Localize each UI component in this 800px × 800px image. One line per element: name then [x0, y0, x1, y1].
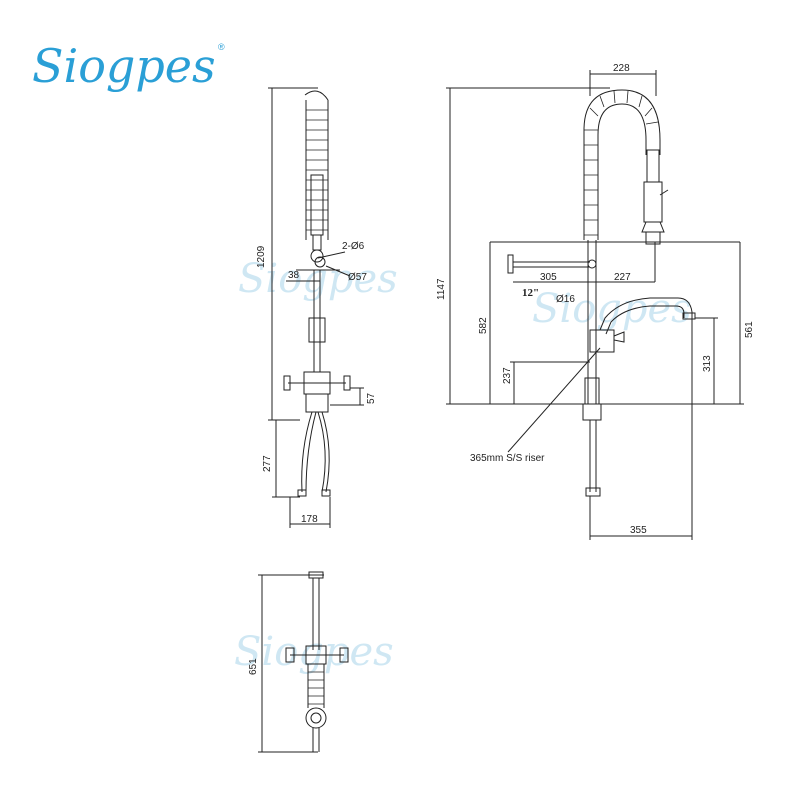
- side-view: [446, 70, 744, 540]
- label-total-height: 1147: [436, 278, 447, 300]
- watermarks: Siogpes Siogpes Siogpes: [234, 256, 692, 675]
- front-mixing-valve: [283, 371, 351, 413]
- front-spray-head: [310, 174, 324, 263]
- front-bracket-ring: [314, 256, 326, 268]
- leader-riser-note: [507, 347, 601, 453]
- front-view-labels: 1209 2-Ø6 38 Ø57 57 277 178: [256, 241, 377, 525]
- label-spring-width: 228: [613, 63, 630, 74]
- brand-name: Siogpes: [32, 39, 216, 93]
- top-spring-coil: [305, 664, 327, 752]
- label-height: 1209: [256, 245, 267, 268]
- side-spray-head: [641, 149, 669, 245]
- brand-logo: Siogpes ®: [32, 39, 225, 93]
- label-counter-height: 237: [502, 367, 513, 384]
- top-view: [258, 571, 349, 753]
- front-view: [268, 87, 364, 528]
- leader-hose-holes: [317, 251, 346, 259]
- watermark-1: Siogpes: [238, 256, 398, 302]
- front-spring-coil: [304, 90, 329, 240]
- label-riser-dia: Ø16: [556, 294, 575, 305]
- label-top-height: 651: [248, 658, 259, 675]
- side-spring-coil: [583, 89, 661, 240]
- label-right-height: 561: [744, 321, 755, 338]
- side-base-valve: [582, 377, 602, 497]
- front-coupling: [308, 317, 326, 343]
- side-swing-spout: [589, 297, 696, 353]
- label-offset: 38: [288, 270, 300, 281]
- label-spout-drop: 313: [702, 355, 713, 372]
- side-wall-bracket: [507, 254, 597, 274]
- label-base-height: 57: [366, 392, 377, 404]
- front-supply-hoses: [297, 411, 331, 497]
- label-ring: Ø57: [348, 272, 367, 283]
- label-riser-note: 365mm S/S riser: [470, 453, 545, 464]
- registered-mark: ®: [218, 42, 225, 52]
- watermark-2: Siogpes: [532, 286, 692, 332]
- label-spout-reach: 355: [630, 525, 647, 536]
- label-hose-holes: 2-Ø6: [342, 241, 365, 252]
- top-valve-body: [285, 645, 349, 665]
- top-cap: [308, 571, 324, 579]
- label-bracket-left: 305: [540, 272, 557, 283]
- watermark-3: Siogpes: [234, 629, 394, 675]
- label-wall-gap: 12": [522, 287, 539, 299]
- leader-ring: [325, 265, 351, 277]
- top-view-labels: 651: [248, 658, 259, 675]
- label-hose-spread: 178: [301, 514, 318, 525]
- label-bracket-right: 227: [614, 272, 631, 283]
- label-spout-height: 582: [478, 317, 489, 334]
- label-hose-length: 277: [262, 455, 273, 472]
- side-view-labels: 228 1147 305 227 12" Ø16 582 237 313 561…: [436, 63, 755, 536]
